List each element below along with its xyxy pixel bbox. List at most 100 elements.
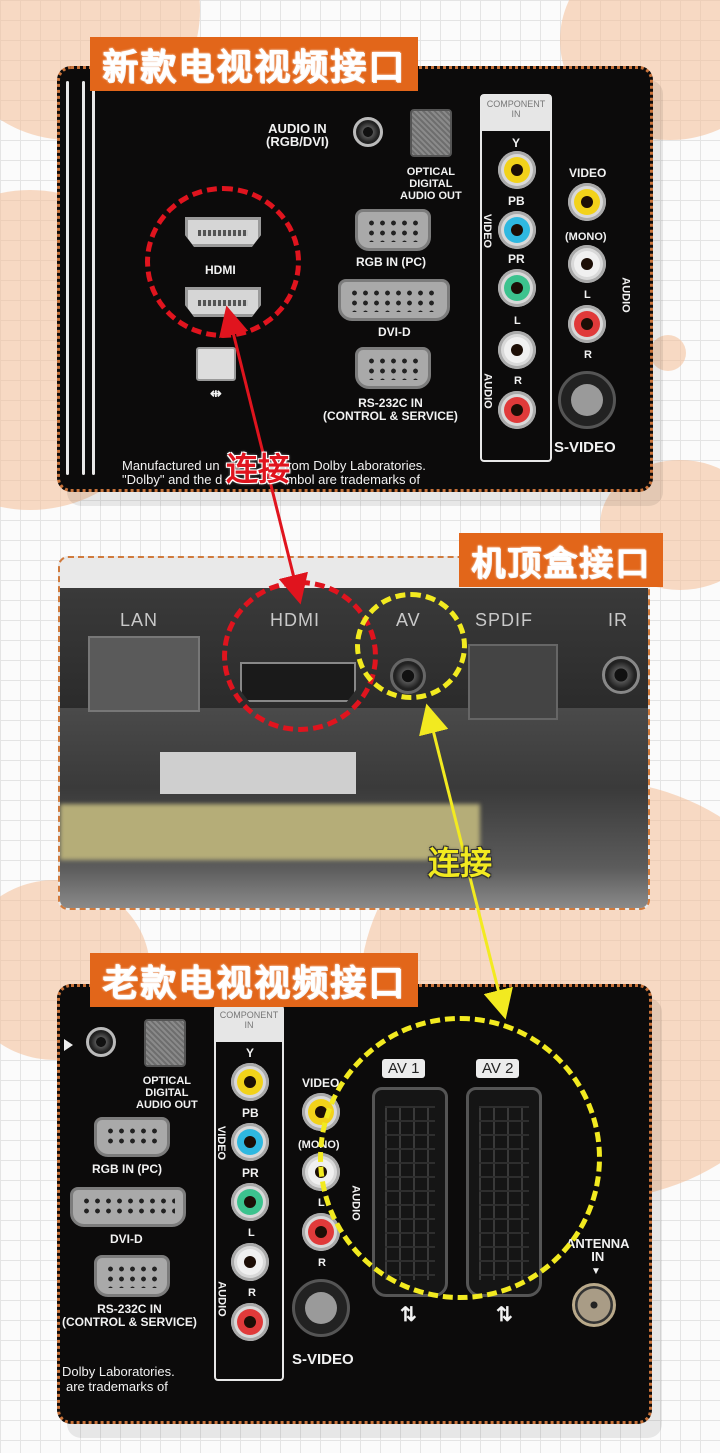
component-pb-jack (498, 211, 536, 249)
optical-out-port (410, 109, 452, 157)
scart-io-icon: ⇅ (400, 1304, 417, 1326)
bezel-stripe (66, 81, 69, 475)
ir-port (602, 656, 640, 694)
component-pb-jack (231, 1123, 269, 1161)
antenna-in-port (572, 1283, 616, 1327)
l-label: L (318, 1197, 325, 1209)
pb-label: PB (508, 194, 525, 208)
antenna-arrow-icon: ▼ (591, 1266, 601, 1277)
video-label: VIDEO (302, 1076, 340, 1090)
optical-out-label: OPTICAL DIGITAL AUDIO OUT (400, 166, 462, 202)
audio-r-jack (568, 305, 606, 343)
audio-in-label: AUDIO IN (RGB/DVI) (266, 121, 329, 149)
mono-label: (MONO) (565, 231, 607, 243)
av2-label: AV 2 (476, 1059, 520, 1078)
mono-label: (MONO) (298, 1139, 340, 1151)
port-label-lan: LAN (120, 610, 159, 630)
audio-l-jack (302, 1153, 340, 1191)
usb-icon: ⇹ (210, 385, 222, 401)
scart-io-icon: ⇅ (496, 1304, 513, 1326)
optical-out-port (144, 1019, 186, 1067)
port-label-ir: IR (608, 610, 628, 630)
component-audio-vertical: AUDIO (215, 1281, 228, 1317)
dvi-d-port (70, 1187, 186, 1227)
y-label: Y (246, 1046, 255, 1060)
l-label: L (248, 1227, 255, 1239)
lan-port (88, 636, 200, 712)
l-label: L (514, 315, 521, 327)
r-label: R (514, 375, 522, 387)
usb-port (196, 347, 236, 381)
component-audio-l-jack (498, 331, 536, 369)
component-video-vertical: VIDEO (215, 1125, 228, 1161)
rgb-in-label: RGB IN (PC) (356, 255, 426, 269)
l-label: L (584, 289, 591, 301)
rs232-label: RS-232C IN (CONTROL & SERVICE) (62, 1302, 197, 1329)
audio-in-port (86, 1027, 116, 1057)
set-top-box-title: 机顶盒接口 (459, 533, 663, 587)
audio-l-jack (568, 245, 606, 283)
video-jack (568, 183, 606, 221)
video-jack (302, 1093, 340, 1131)
dvi-d-port (338, 279, 450, 321)
av1-label: AV 1 (382, 1059, 426, 1078)
old-tv-title: 老款电视视频接口 (90, 953, 419, 1007)
s-video-label: S-VIDEO (554, 439, 616, 456)
new-tv-panel: AUDIO IN (RGB/DVI) OPTICAL DIGITAL AUDIO… (57, 66, 653, 492)
component-video-vertical: VIDEO (481, 213, 494, 249)
rs232-port (355, 347, 431, 389)
scart-av1-port (372, 1087, 448, 1297)
r-label: R (248, 1287, 256, 1299)
r-label: R (584, 349, 592, 361)
component-in-header: COMPONENT IN (481, 95, 551, 131)
rs232-label: RS-232C IN (CONTROL & SERVICE) (323, 396, 458, 423)
video-label: VIDEO (569, 166, 607, 180)
dvi-d-label: DVI-D (110, 1232, 143, 1246)
hdmi-label: HDMI (205, 263, 236, 277)
hdmi-port-box (240, 662, 356, 702)
component-in-header: COMPONENT IN (215, 1006, 283, 1042)
scart-av2-port (466, 1087, 542, 1297)
audio-vertical: AUDIO (349, 1185, 362, 1221)
r-label: R (318, 1257, 326, 1269)
spdif-port (468, 644, 558, 720)
triangle-marker (64, 1039, 73, 1051)
old-tv-panel: OPTICAL DIGITAL AUDIO OUT RGB IN (PC) DV… (57, 984, 652, 1424)
audio-r-jack (302, 1213, 340, 1251)
component-y-jack (498, 151, 536, 189)
optical-out-label: OPTICAL DIGITAL AUDIO OUT (136, 1075, 198, 1111)
s-video-port (558, 371, 616, 429)
component-audio-l-jack (231, 1243, 269, 1281)
barcode-label (160, 752, 356, 794)
hdmi-port-1 (185, 217, 261, 247)
port-label-spdif: SPDIF (475, 610, 534, 630)
s-video-port (292, 1279, 350, 1337)
pr-label: PR (508, 252, 525, 266)
component-pr-jack (498, 269, 536, 307)
component-audio-r-jack (498, 391, 536, 429)
set-top-box-panel: LAN HDMI AV SPDIF IR (58, 556, 650, 910)
audio-vertical: AUDIO (619, 277, 632, 313)
port-label-hdmi: HDMI (270, 610, 320, 630)
yellow-sticker (60, 804, 480, 860)
pb-label: PB (242, 1106, 259, 1120)
port-label-av: AV (396, 610, 421, 630)
rgb-in-port (355, 209, 431, 251)
hdmi-port-2 (185, 287, 261, 317)
new-tv-title: 新款电视视频接口 (90, 37, 419, 91)
component-y-jack (231, 1063, 269, 1101)
bezel-stripe (92, 81, 95, 475)
rs232-port (94, 1255, 170, 1297)
rgb-in-port (94, 1117, 170, 1157)
component-audio-vertical: AUDIO (481, 373, 494, 409)
rgb-in-label: RGB IN (PC) (92, 1162, 162, 1176)
antenna-in-label: ANTENNA IN (566, 1236, 630, 1264)
pr-label: PR (242, 1166, 259, 1180)
y-label: Y (512, 136, 521, 150)
component-pr-jack (231, 1183, 269, 1221)
audio-in-port (353, 117, 383, 147)
dolby-footer-2: are trademarks of (66, 1379, 168, 1394)
s-video-label: S-VIDEO (292, 1351, 354, 1368)
